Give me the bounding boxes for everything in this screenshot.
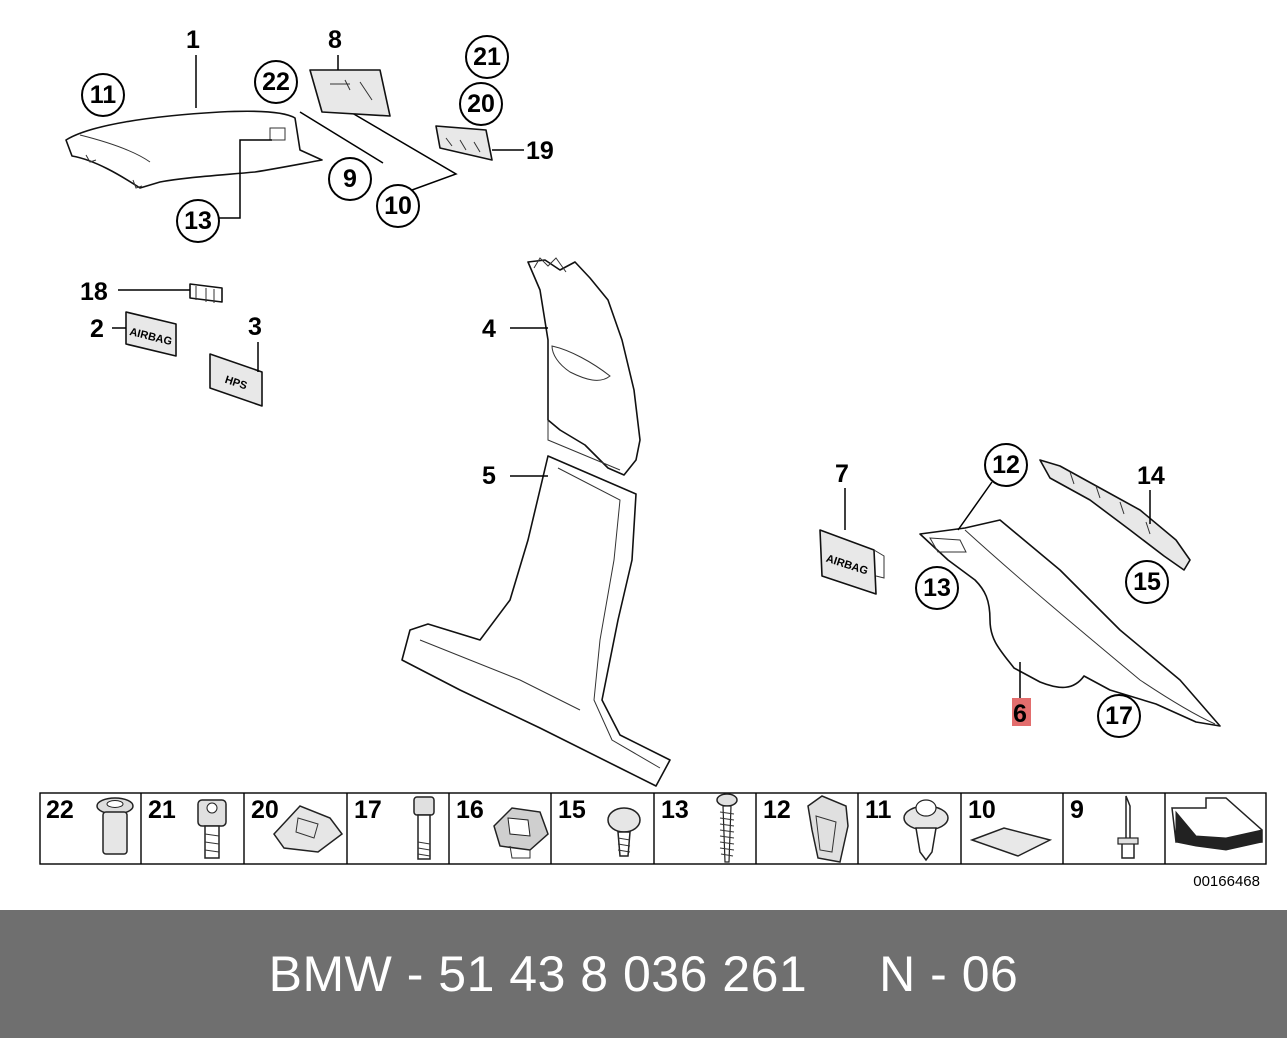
svg-text:21: 21: [473, 43, 501, 71]
callout-3: 3: [248, 313, 262, 341]
part-number-title: BMW - 51 43 8 036 261 N - 06: [268, 946, 1019, 1002]
button-screw-icon: [607, 807, 641, 857]
callout-19: 19: [526, 137, 554, 165]
legend-label-13: 13: [661, 796, 689, 824]
part-number-footer: BMW - 51 43 8 036 261 N - 06: [0, 910, 1287, 1038]
legend-label-20: 20: [251, 796, 279, 824]
callout-18: 18: [80, 278, 108, 306]
callout-13-right: 13: [915, 566, 959, 610]
socket-screw-icon: [413, 796, 435, 860]
part-7-airbag-badge: AIRBAG: [819, 529, 885, 595]
parts-diagram: 1 11 22 13 9 10 8 19 21 20: [39, 26, 1267, 890]
tapping-screw-icon: [716, 793, 738, 863]
callout-4: 4: [482, 315, 496, 343]
svg-text:13: 13: [923, 574, 951, 602]
socket-bolt-icon: [197, 799, 227, 859]
svg-text:11: 11: [90, 81, 117, 109]
svg-text:13: 13: [184, 207, 212, 235]
callout-21: 21: [465, 35, 509, 79]
part-8-cover: [309, 69, 391, 117]
part-5-pillar-lower: [401, 455, 671, 787]
svg-text:10: 10: [384, 192, 412, 220]
callout-13-top: 13: [176, 199, 220, 243]
callout-2: 2: [90, 315, 104, 343]
callout-1: 1: [186, 26, 200, 54]
part-19-bracket: [435, 125, 493, 161]
legend-label-15: 15: [558, 796, 586, 824]
fastener-legend: 22 21 20 17 16 15: [39, 792, 1267, 865]
part-4-pillar-upper: [527, 257, 641, 476]
legend-label-11: 11: [865, 796, 892, 824]
legend-label-21: 21: [148, 796, 176, 824]
part-3-hps-badge: HPS: [209, 353, 263, 407]
svg-text:17: 17: [1105, 702, 1133, 730]
legend-label-9: 9: [1070, 796, 1084, 824]
highlight-box: [1012, 698, 1031, 726]
callout-10: 10: [376, 184, 420, 228]
callout-5: 5: [482, 462, 496, 490]
callout-6: 6: [1013, 700, 1027, 728]
legend-label-12: 12: [763, 796, 791, 824]
svg-text:15: 15: [1133, 568, 1161, 596]
reference-number: 00166468: [1193, 873, 1260, 890]
callout-11: 11: [81, 73, 125, 117]
callout-8: 8: [328, 26, 342, 54]
legend-label-22: 22: [46, 796, 74, 824]
callout-12: 12: [984, 443, 1028, 487]
callout-14: 14: [1137, 462, 1165, 490]
part-1-upper-trim: [65, 110, 323, 189]
legend-label-16: 16: [456, 796, 484, 824]
svg-text:22: 22: [262, 68, 290, 96]
rivet-nut-icon: [96, 797, 134, 855]
legend-label-17: 17: [354, 796, 382, 824]
spring-nut-icon: [273, 805, 344, 853]
callout-15-right: 15: [1125, 560, 1169, 604]
svg-text:20: 20: [467, 90, 495, 118]
callout-20: 20: [459, 82, 503, 126]
callout-7: 7: [835, 460, 849, 488]
callout-17-right: 17: [1097, 694, 1141, 738]
callout-9: 9: [328, 157, 372, 201]
expanding-rivet-icon: [903, 799, 949, 862]
svg-text:9: 9: [343, 165, 357, 193]
clip-holder-icon: [493, 807, 549, 859]
part-18-clip: [189, 283, 223, 303]
arrow-icon: [1171, 797, 1263, 851]
retaining-clip-icon: [807, 795, 849, 863]
pin-icon: [1117, 795, 1139, 859]
svg-text:12: 12: [992, 451, 1020, 479]
part-6-c-pillar-trim: [919, 519, 1221, 727]
callout-22-top: 22: [254, 60, 298, 104]
legend-label-10: 10: [968, 796, 996, 824]
pad-icon: [969, 827, 1053, 857]
part-2-airbag-badge: AIRBAG: [125, 311, 177, 357]
part-14-bracket: [1039, 459, 1191, 571]
